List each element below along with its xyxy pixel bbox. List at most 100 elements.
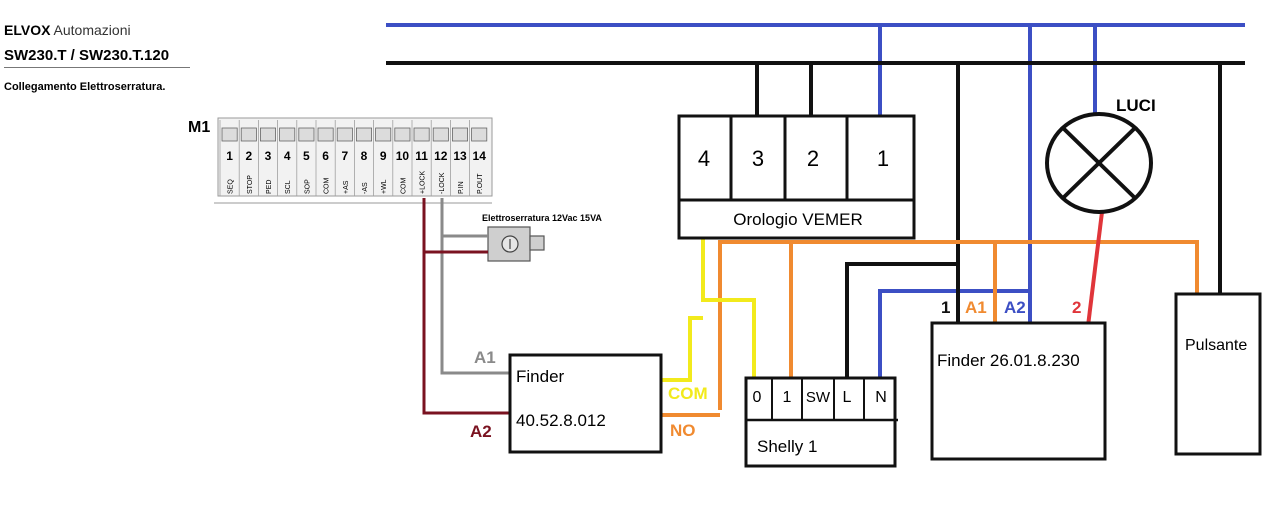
terminal-screw [471,127,488,142]
terminal-screw [432,127,449,142]
terminal-list: 1SEQ2STOP3PED4SCL5SOP6COM7+AS8-AS9+WL10C… [219,120,488,196]
finder-small-line2: 40.52.8.012 [516,411,606,430]
timer-terminal-1: 1 [877,146,889,171]
finder-big-pin-a1: A1 [965,298,987,317]
terminal-number: 13 [453,149,467,163]
terminal-number: 3 [265,149,272,163]
terminal-name: COM [400,178,407,195]
terminal-number: 11 [415,149,428,163]
terminal-8: 8 -AS [353,120,372,196]
lamp-label: LUCI [1116,96,1156,115]
terminal-number: 5 [303,149,310,163]
terminal-screw [355,127,372,142]
finder-small-a2: A2 [470,422,492,441]
button-label: Pulsante [1185,337,1247,354]
terminal-name: SCL [285,180,292,194]
wire-phase-shelly [845,262,958,380]
terminal-name: -AS [362,182,369,194]
terminal-screw [298,127,315,142]
terminal-number: 1 [226,149,233,163]
terminal-number: 6 [322,149,329,163]
terminal-9: 9 +WL [373,120,392,196]
terminal-13: 13P.IN [449,120,468,196]
terminal-name: P.IN [458,181,465,194]
terminal-screw [259,127,276,142]
electric-lock: Elettroserratura 12Vac 15VA [482,213,602,262]
wire-yellow-finder [661,316,703,382]
finder-relay-big: Finder 26.01.8.230 1 A1 A2 2 [930,298,1107,461]
timer-terminal-4: 4 [698,146,710,171]
shelly-terminal-l: L [843,389,852,406]
terminal-name: PED [266,180,273,194]
terminal-name: -LOCK [439,172,446,194]
timer-terminal-3: 3 [752,146,764,171]
terminal-name: +WL [381,179,388,194]
terminal-number: 8 [361,149,368,163]
wire-maroon-lock [422,198,488,254]
terminal-screw [317,127,334,142]
shelly-label: Shelly 1 [757,437,817,456]
terminal-screw [221,127,238,142]
finder-big-pin-1: 1 [941,298,950,317]
shelly-terminal-0: 0 [753,389,762,406]
push-button: Pulsante [1174,292,1262,456]
lamp: LUCI [1045,96,1156,214]
terminal-name: P.OUT [477,173,484,194]
terminal-name: +AS [343,180,350,194]
terminal-number: 2 [245,149,252,163]
finder-relay-small: Finder 40.52.8.012 A1 A2 COM NO [470,348,708,454]
wires [386,23,1245,417]
terminal-block-label: M1 [188,119,210,136]
terminal-name: +LOCK [420,171,427,194]
wire-orange-bus [718,240,1199,410]
terminal-number: 9 [380,149,387,163]
finder-small-a1: A1 [474,348,496,367]
terminal-block-m1: M1 1SEQ2STOP3PED4SCL5SOP6COM7+AS8-AS9+WL… [188,117,493,204]
shelly-1: 0 1 SW L N Shelly 1 [744,376,898,468]
header-brand: ELVOX Automazioni [4,22,131,38]
terminal-screw [375,127,392,142]
brand-name: ELVOX [4,22,51,38]
lock-label: Elettroserratura 12Vac 15VA [482,213,602,223]
terminal-12: 12-LOCK [430,120,449,196]
terminal-screw [413,127,430,142]
terminal-screw [240,127,257,142]
terminal-11: 11 +LOCK [411,120,430,196]
brand-suffix: Automazioni [53,22,131,38]
terminal-name: SOP [304,179,311,194]
terminal-number: 14 [473,149,487,163]
timer-terminal-2: 2 [807,146,819,171]
terminal-screw [336,127,353,142]
shelly-terminal-n: N [875,389,887,406]
finder-big-pin-a2: A2 [1004,298,1026,317]
terminal-screw [451,127,468,142]
finder-small-line1: Finder [516,367,565,386]
wire-maroon-a2 [422,252,512,415]
finder-small-com: COM [668,384,708,403]
timer-label: Orologio VEMER [733,210,862,229]
terminal-number: 4 [284,149,291,163]
terminal-screw [279,127,296,142]
finder-big-label: Finder 26.01.8.230 [937,351,1080,370]
shelly-terminal-sw: SW [806,389,831,406]
model-title: SW230.T / SW230.T.120 [4,47,190,68]
terminal-name: SEQ [228,179,235,194]
terminal-7: 7 +AS [334,120,353,196]
terminal-screw [394,127,411,142]
terminal-name: COM [324,178,331,195]
terminal-number: 7 [341,149,348,163]
wire-neutral-shelly [878,289,1030,380]
wire-red-lamp [1086,211,1104,327]
terminal-14: 14P.OUT [469,120,488,196]
subtitle: Collegamento Elettroserratura. [4,81,166,93]
finder-small-no: NO [670,421,696,440]
wire-grey-a1 [440,236,512,375]
